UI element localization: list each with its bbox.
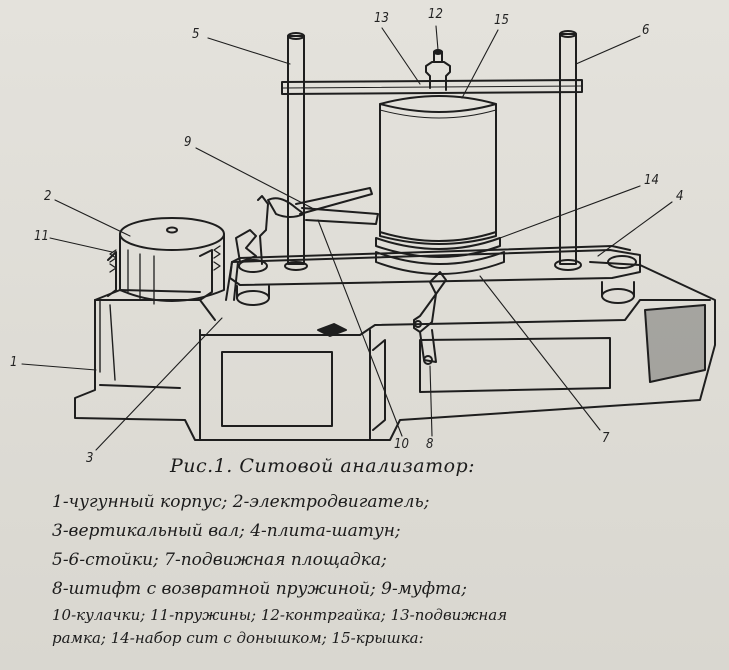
callout-2: 2 (44, 189, 52, 204)
callout-4: 4 (676, 189, 684, 204)
legend-line: 5-6-стойки; 7-подвижная площадка; (52, 550, 387, 570)
callout-5: 5 (192, 27, 200, 42)
callout-14: 14 (644, 173, 659, 188)
callout-11: 11 (34, 229, 49, 244)
locknut (425, 49, 451, 91)
legend-line: 1-чугунный корпус; 2-электродвигатель; (52, 492, 430, 512)
figure-title: Рис.1. Ситовой анализатор: (170, 455, 476, 477)
coupling (267, 187, 379, 225)
callout-6: 6 (642, 23, 650, 38)
legend-line: рамка; 14-набор сит с донышком; 15-крышк… (52, 629, 424, 647)
vertical-shaft (225, 195, 269, 301)
post-6 (554, 30, 582, 271)
pin-with-spring (413, 271, 447, 365)
sieve-stack (375, 95, 505, 275)
connecting-plate (229, 245, 641, 306)
legend-line: 10-кулачки; 11-пружины; 12-контргайка; 1… (52, 606, 508, 624)
figure-legend: 1-чугунный корпус; 2-электродвигатель; 3… (52, 488, 722, 650)
callout-9: 9 (184, 135, 192, 150)
leader-lines (21, 25, 673, 451)
post-5 (284, 32, 308, 271)
callout-12: 12 (428, 7, 443, 22)
movable-frame (281, 79, 583, 95)
cast-iron-body (74, 261, 716, 441)
motor-springs (109, 245, 221, 273)
legend-line: 3-вертикальный вал; 4-плита-шатун; (52, 521, 401, 541)
callout-10: 10 (394, 437, 409, 452)
legend-line: 8-штифт с возвратной пружиной; 9-муфта; (52, 579, 467, 599)
callout-15: 15 (494, 13, 509, 28)
callout-3: 3 (86, 451, 94, 466)
callout-1: 1 (10, 355, 18, 370)
electric-motor (107, 217, 257, 305)
callout-8: 8 (426, 437, 434, 452)
callout-13: 13 (374, 11, 389, 26)
callout-7: 7 (602, 431, 610, 446)
sieve-analyzer-drawing (21, 25, 716, 451)
